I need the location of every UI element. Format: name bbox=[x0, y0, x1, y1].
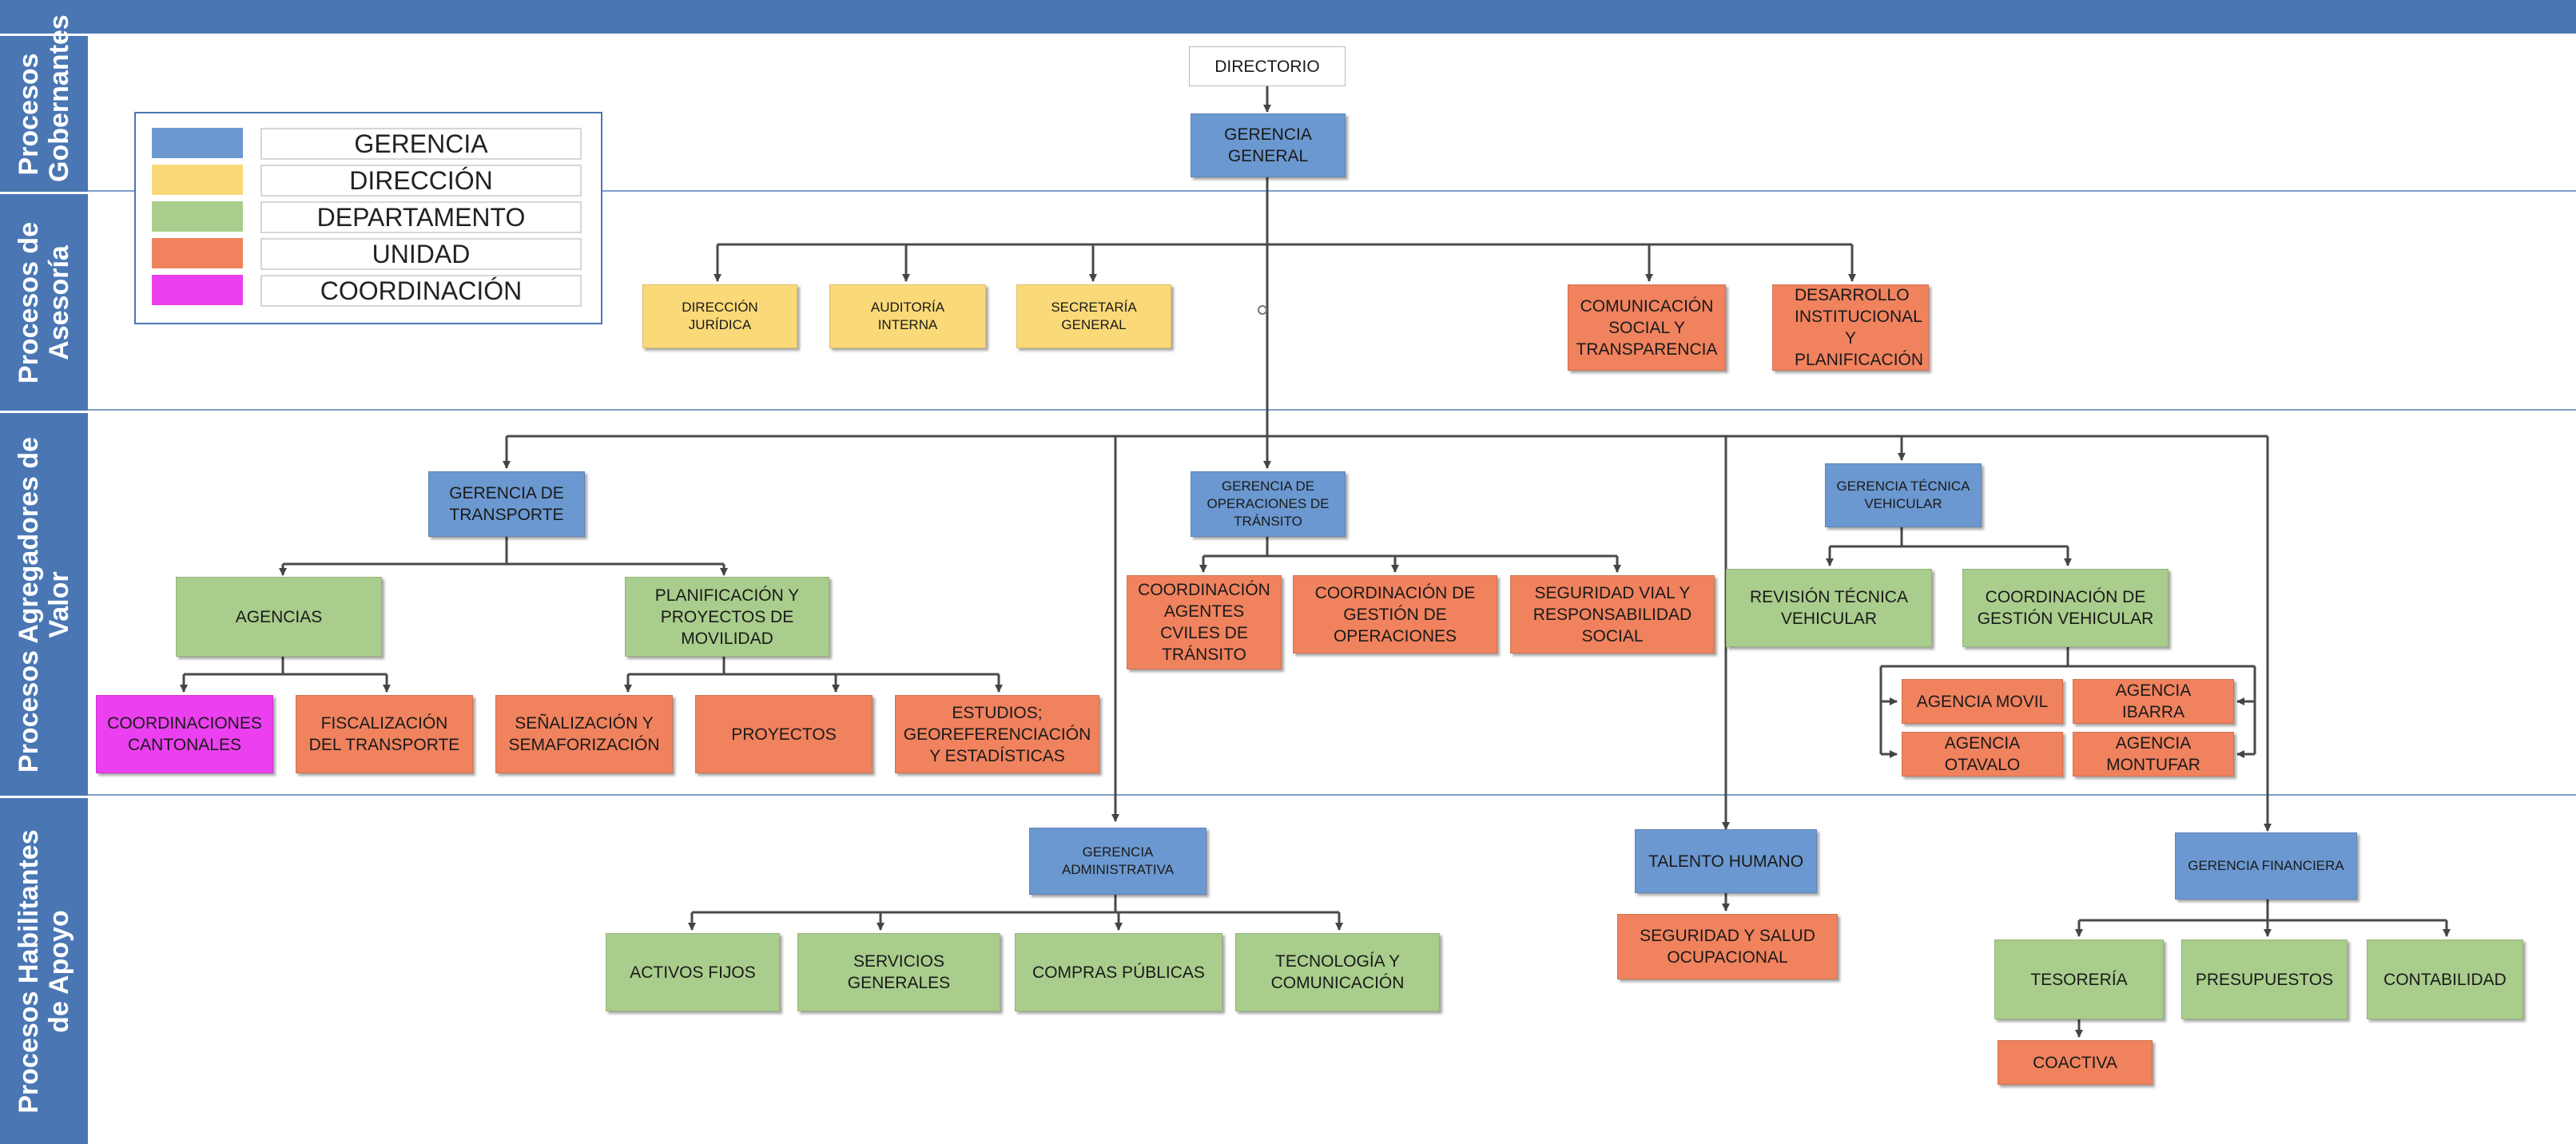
node-presupuestos: PRESUPUESTOS bbox=[2181, 939, 2347, 1019]
node-label: SEÑALIZACIÓN Y SEMAFORIZACIÓN bbox=[508, 714, 660, 754]
node-secretaria-general: SECRETARÍA GENERAL bbox=[1016, 284, 1171, 348]
node-label: SEGURIDAD Y SALUD OCUPACIONAL bbox=[1640, 927, 1815, 967]
node-label: PLANIFICACIÓN Y PROYECTOS DE MOVILIDAD bbox=[654, 586, 800, 648]
node-directorio: DIRECTORIO bbox=[1189, 46, 1346, 86]
node-label: TECNOLOGÍA Y COMUNICACIÓN bbox=[1270, 952, 1405, 992]
node-agencia-movil: AGENCIA MOVIL bbox=[1902, 679, 2063, 724]
legend-label-gerencia: GERENCIA bbox=[260, 128, 582, 160]
node-tesoreria: TESORERÍA bbox=[1994, 939, 2164, 1019]
node-compras-publicas: COMPRAS PÚBLICAS bbox=[1015, 933, 1222, 1011]
node-coordinacion-gestion-operaciones: COORDINACIÓN DE GESTIÓN DE OPERACIONES bbox=[1293, 575, 1497, 653]
legend: GERENCIA DIRECCIÓN DEPARTAMENTO UNIDAD C… bbox=[134, 112, 602, 324]
legend-swatch-gerencia bbox=[152, 128, 243, 158]
node-label: PROYECTOS bbox=[731, 725, 837, 744]
node-label: PRESUPUESTOS bbox=[2195, 970, 2334, 989]
legend-label-unidad: UNIDAD bbox=[260, 238, 582, 270]
node-contabilidad: CONTABILIDAD bbox=[2367, 939, 2523, 1019]
node-revision-tecnica: REVISIÓN TÉCNICA VEHICULAR bbox=[1726, 569, 1932, 647]
node-label: ACTIVOS FIJOS bbox=[630, 963, 756, 982]
node-seguridad-salud: SEGURIDAD Y SALUD OCUPACIONAL bbox=[1617, 914, 1838, 979]
legend-label-departamento: DEPARTAMENTO bbox=[260, 201, 582, 233]
node-activos-fijos: ACTIVOS FIJOS bbox=[606, 933, 780, 1011]
node-gerencia-general: GERENCIA GENERAL bbox=[1191, 113, 1346, 177]
node-coordinaciones-cantonales: COORDINACIONES CANTONALES bbox=[96, 695, 273, 773]
legend-swatch-departamento bbox=[152, 201, 243, 232]
band-habilitantes bbox=[0, 794, 2576, 1144]
node-seguridad-vial: SEGURIDAD VIAL Y RESPONSABILIDAD SOCIAL bbox=[1510, 575, 1715, 653]
node-label: GERENCIA DE TRANSPORTE bbox=[449, 484, 564, 524]
node-fiscalizacion-transporte: FISCALIZACIÓN DEL TRANSPORTE bbox=[296, 695, 473, 773]
node-label: TALENTO HUMANO bbox=[1648, 852, 1804, 871]
node-label: AGENCIA OTAVALO bbox=[1944, 734, 2021, 774]
node-label: AGENCIA MOVIL bbox=[1916, 692, 2049, 711]
node-label: FISCALIZACIÓN DEL TRANSPORTE bbox=[308, 714, 460, 754]
node-label: DIRECTORIO bbox=[1214, 57, 1320, 76]
node-talento-humano: TALENTO HUMANO bbox=[1635, 829, 1817, 893]
node-gerencia-operaciones: GERENCIA DE OPERACIONES DE TRÁNSITO bbox=[1191, 471, 1346, 537]
node-label: AGENCIAS bbox=[235, 607, 323, 626]
node-agencia-otavalo: AGENCIA OTAVALO bbox=[1902, 732, 2063, 777]
node-label: COORDINACIONES CANTONALES bbox=[107, 714, 262, 754]
node-auditoria-interna: AUDITORÍA INTERNA bbox=[829, 284, 986, 348]
node-label: AUDITORÍA INTERNA bbox=[870, 300, 945, 332]
band-label-agregadores: Procesos Agregadores de Valor bbox=[0, 411, 88, 796]
node-label: DIRECCIÓN JURÍDICA bbox=[682, 300, 758, 332]
node-label: TESORERÍA bbox=[2030, 970, 2128, 989]
node-label: COORDINACIÓN DE GESTIÓN DE OPERACIONES bbox=[1314, 583, 1476, 645]
node-planificacion-movilidad: PLANIFICACIÓN Y PROYECTOS DE MOVILIDAD bbox=[625, 577, 829, 657]
node-gerencia-transporte: GERENCIA DE TRANSPORTE bbox=[428, 471, 585, 537]
band-label-gobernantes: Procesos Gobernantes bbox=[0, 14, 88, 192]
legend-swatch-coordinacion bbox=[152, 275, 243, 305]
node-label: GERENCIA TÉCNICA VEHICULAR bbox=[1836, 479, 1970, 511]
node-label: GERENCIA GENERAL bbox=[1224, 125, 1312, 165]
node-label: REVISIÓN TÉCNICA VEHICULAR bbox=[1750, 588, 1908, 628]
node-gerencia-administrativa: GERENCIA ADMINISTRATIVA bbox=[1029, 828, 1207, 895]
node-label: CONTABILIDAD bbox=[2383, 970, 2506, 989]
band-label-habilitantes: Procesos Habilitantes de Apoyo bbox=[0, 796, 88, 1144]
node-gerencia-tecnica: GERENCIA TÉCNICA VEHICULAR bbox=[1825, 463, 1982, 527]
node-coordinacion-gestion-vehicular: COORDINACIÓN DE GESTIÓN VEHICULAR bbox=[1962, 569, 2169, 647]
node-label: COMUNICACIÓN SOCIAL Y TRANSPARENCIA bbox=[1576, 296, 1718, 359]
legend-label-coordinacion: COORDINACIÓN bbox=[260, 275, 582, 307]
node-agencia-ibarra: AGENCIA IBARRA bbox=[2073, 679, 2234, 724]
band-agregadores bbox=[0, 409, 2576, 796]
legend-swatch-direccion bbox=[152, 165, 243, 195]
band-asesoria bbox=[0, 190, 2576, 411]
node-senalizacion: SEÑALIZACIÓN Y SEMAFORIZACIÓN bbox=[495, 695, 673, 773]
node-direccion-juridica: DIRECCIÓN JURÍDICA bbox=[642, 284, 797, 348]
top-bar bbox=[0, 0, 2576, 34]
node-agencia-montufar: AGENCIA MONTUFAR bbox=[2073, 732, 2234, 777]
band-label-asesoria: Procesos de Asesoría bbox=[0, 192, 88, 411]
node-servicios-generales: SERVICIOS GENERALES bbox=[797, 933, 1000, 1011]
node-label: AGENCIA MONTUFAR bbox=[2106, 734, 2200, 774]
legend-swatch-unidad bbox=[152, 238, 243, 268]
node-label: GERENCIA ADMINISTRATIVA bbox=[1061, 844, 1175, 877]
node-label: COMPRAS PÚBLICAS bbox=[1032, 963, 1205, 982]
node-label: SECRETARÍA GENERAL bbox=[1051, 300, 1137, 332]
node-label: DESARROLLO INSTITUCIONAL Y PLANIFICACIÓN bbox=[1795, 286, 1924, 369]
node-label: GERENCIA FINANCIERA bbox=[2188, 858, 2344, 873]
node-label: COORDINACIÓN AGENTES CVILES DE TRÁNSITO bbox=[1138, 581, 1270, 664]
node-coactiva: COACTIVA bbox=[1998, 1040, 2153, 1085]
node-label: SEGURIDAD VIAL Y RESPONSABILIDAD SOCIAL bbox=[1532, 583, 1692, 645]
node-gerencia-financiera: GERENCIA FINANCIERA bbox=[2175, 832, 2357, 900]
node-estudios: ESTUDIOS; GEOREFERENCIACIÓN Y ESTADÍSTIC… bbox=[895, 695, 1099, 773]
node-label: ESTUDIOS; GEOREFERENCIACIÓN Y ESTADÍSTIC… bbox=[903, 703, 1091, 765]
node-label: SERVICIOS GENERALES bbox=[847, 952, 951, 992]
node-label: GERENCIA DE OPERACIONES DE TRÁNSITO bbox=[1207, 479, 1330, 529]
node-coordinacion-agentes: COORDINACIÓN AGENTES CVILES DE TRÁNSITO bbox=[1127, 575, 1282, 669]
node-proyectos: PROYECTOS bbox=[695, 695, 873, 773]
legend-label-direccion: DIRECCIÓN bbox=[260, 165, 582, 197]
node-desarrollo-institucional: DESARROLLO INSTITUCIONAL Y PLANIFICACIÓN bbox=[1772, 284, 1929, 371]
node-tecnologia: TECNOLOGÍA Y COMUNICACIÓN bbox=[1235, 933, 1440, 1011]
node-agencias: AGENCIAS bbox=[176, 577, 382, 657]
node-label: AGENCIA IBARRA bbox=[2115, 681, 2192, 721]
node-label: COACTIVA bbox=[2033, 1053, 2117, 1072]
node-label: COORDINACIÓN DE GESTIÓN VEHICULAR bbox=[1977, 588, 2154, 628]
node-comunicacion-social: COMUNICACIÓN SOCIAL Y TRANSPARENCIA bbox=[1568, 284, 1726, 371]
